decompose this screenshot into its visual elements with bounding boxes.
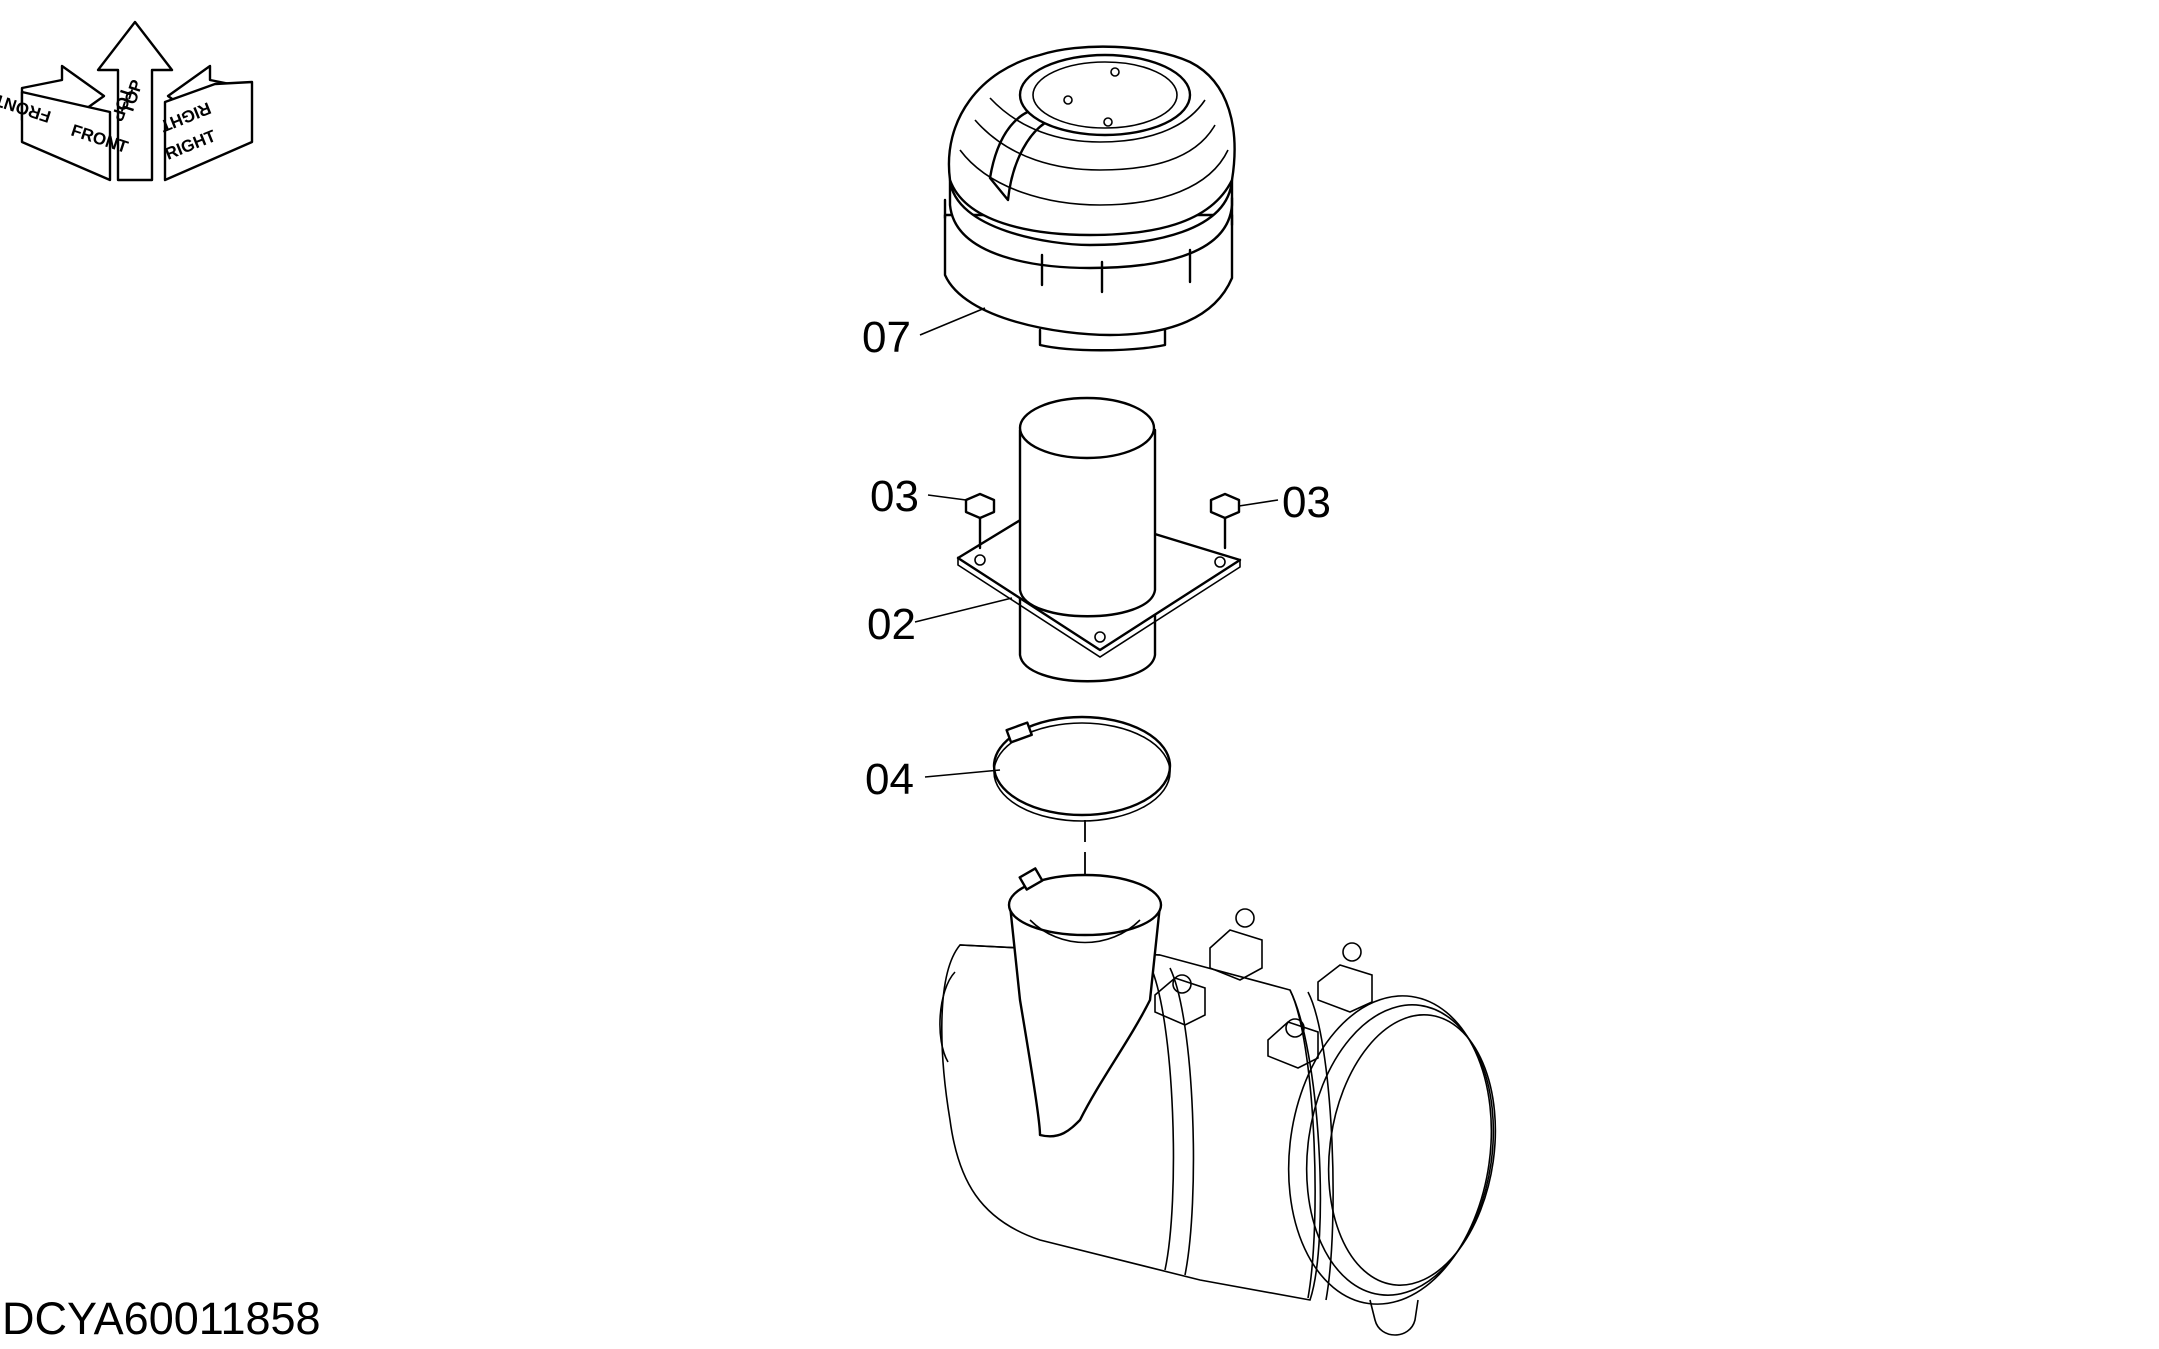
label-03-right: 03 xyxy=(1282,478,1331,527)
part-07-precleaner-cap xyxy=(943,45,1236,352)
front-plate-icon xyxy=(20,90,112,182)
part-03-bolt-left xyxy=(964,492,996,550)
air-cleaner-housing xyxy=(939,867,1497,1336)
leader-07 xyxy=(919,307,986,336)
label-02: 02 xyxy=(867,600,916,649)
part-02-pipe-flange xyxy=(956,396,1242,683)
part-04-clamp xyxy=(992,715,1172,822)
drawing-code: DCYA60011858 xyxy=(2,1293,321,1344)
orientation-indicator: FRONT FRONT TOP TOP RIGHT RIGHT xyxy=(0,20,254,182)
label-03-left: 03 xyxy=(870,472,919,521)
leader-02 xyxy=(914,597,1013,623)
top-arrow-icon xyxy=(96,20,174,182)
leader-03-right xyxy=(1238,499,1279,507)
right-plate-icon xyxy=(163,80,254,182)
leader-04 xyxy=(924,769,1001,778)
part-03-bolt-right xyxy=(1209,492,1241,550)
leader-03-left xyxy=(927,494,967,501)
label-07: 07 xyxy=(862,313,911,362)
label-04: 04 xyxy=(865,755,914,804)
